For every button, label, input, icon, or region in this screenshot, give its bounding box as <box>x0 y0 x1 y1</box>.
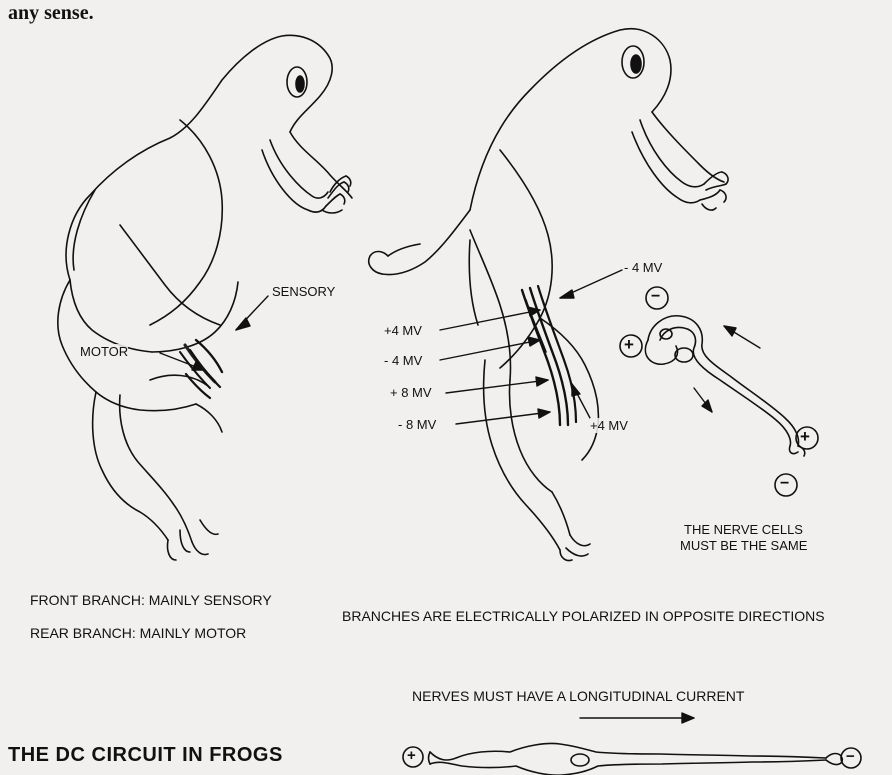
voltage-label-4: + 8 MV <box>390 385 432 400</box>
plus-sign-3: + <box>407 747 416 764</box>
minus-sign-2: − <box>780 475 789 493</box>
nerve-cells-caption-line2: MUST BE THE SAME <box>680 538 807 553</box>
nerve-cells-caption-line1: THE NERVE CELLS <box>684 522 803 537</box>
nerve-cell-illustration <box>645 316 804 456</box>
rear-branch-caption: REAR BRANCH: MAINLY MOTOR <box>30 625 246 641</box>
branches-polarized-caption: BRANCHES ARE ELECTRICALLY POLARIZED IN O… <box>342 608 825 624</box>
voltage-label-1: - 4 MV <box>624 260 662 275</box>
voltage-label-6: +4 MV <box>590 418 628 433</box>
motor-label: MOTOR <box>80 344 128 359</box>
minus-sign-1: − <box>651 288 660 306</box>
right-frog-illustration <box>369 29 728 561</box>
voltage-label-5: - 8 MV <box>398 417 436 432</box>
sensory-label: SENSORY <box>272 284 335 299</box>
longitudinal-nerve-cell <box>429 743 843 775</box>
front-branch-caption: FRONT BRANCH: MAINLY SENSORY <box>30 592 272 608</box>
plus-sign-2: + <box>800 427 810 447</box>
figure-title: THE DC CIRCUIT IN FROGS <box>8 744 283 767</box>
minus-sign-3: − <box>846 748 855 765</box>
plus-sign-1: + <box>624 335 634 355</box>
voltage-label-2: +4 MV <box>384 323 422 338</box>
voltage-label-3: - 4 MV <box>384 353 422 368</box>
longitudinal-current-caption: NERVES MUST HAVE A LONGITUDINAL CURRENT <box>412 688 744 704</box>
